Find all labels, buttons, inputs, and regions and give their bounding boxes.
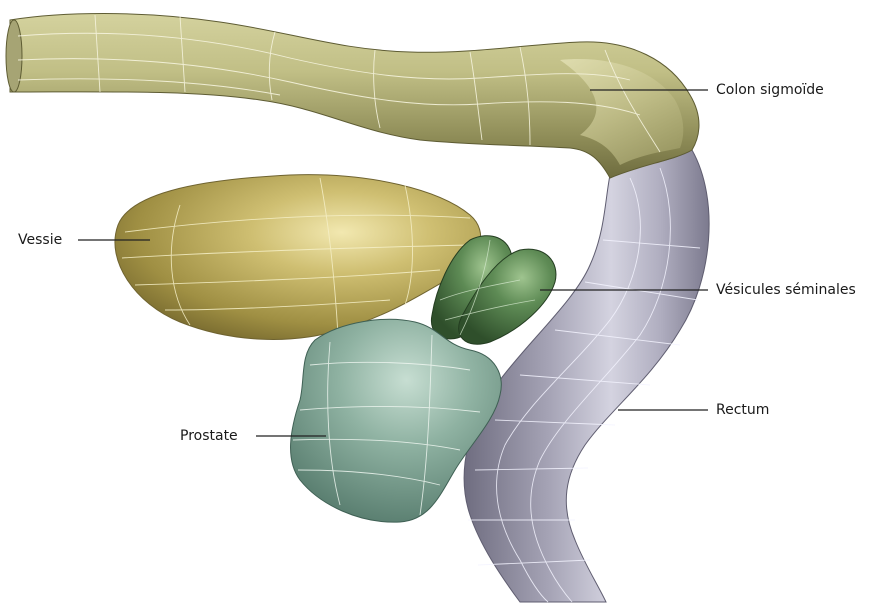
label-rectum: Rectum [716,402,769,418]
label-prostate: Prostate [180,428,238,444]
rectum-body [464,150,709,602]
vessie [115,175,481,340]
colon-sigmoide [6,14,699,179]
rectum [464,150,709,602]
colon-opening [6,20,22,92]
label-colon-sigmoide: Colon sigmoïde [716,82,824,98]
vessie-body [115,175,481,340]
label-vessie: Vessie [18,232,62,248]
label-vesicules-seminales: Vésicules séminales [716,282,856,298]
